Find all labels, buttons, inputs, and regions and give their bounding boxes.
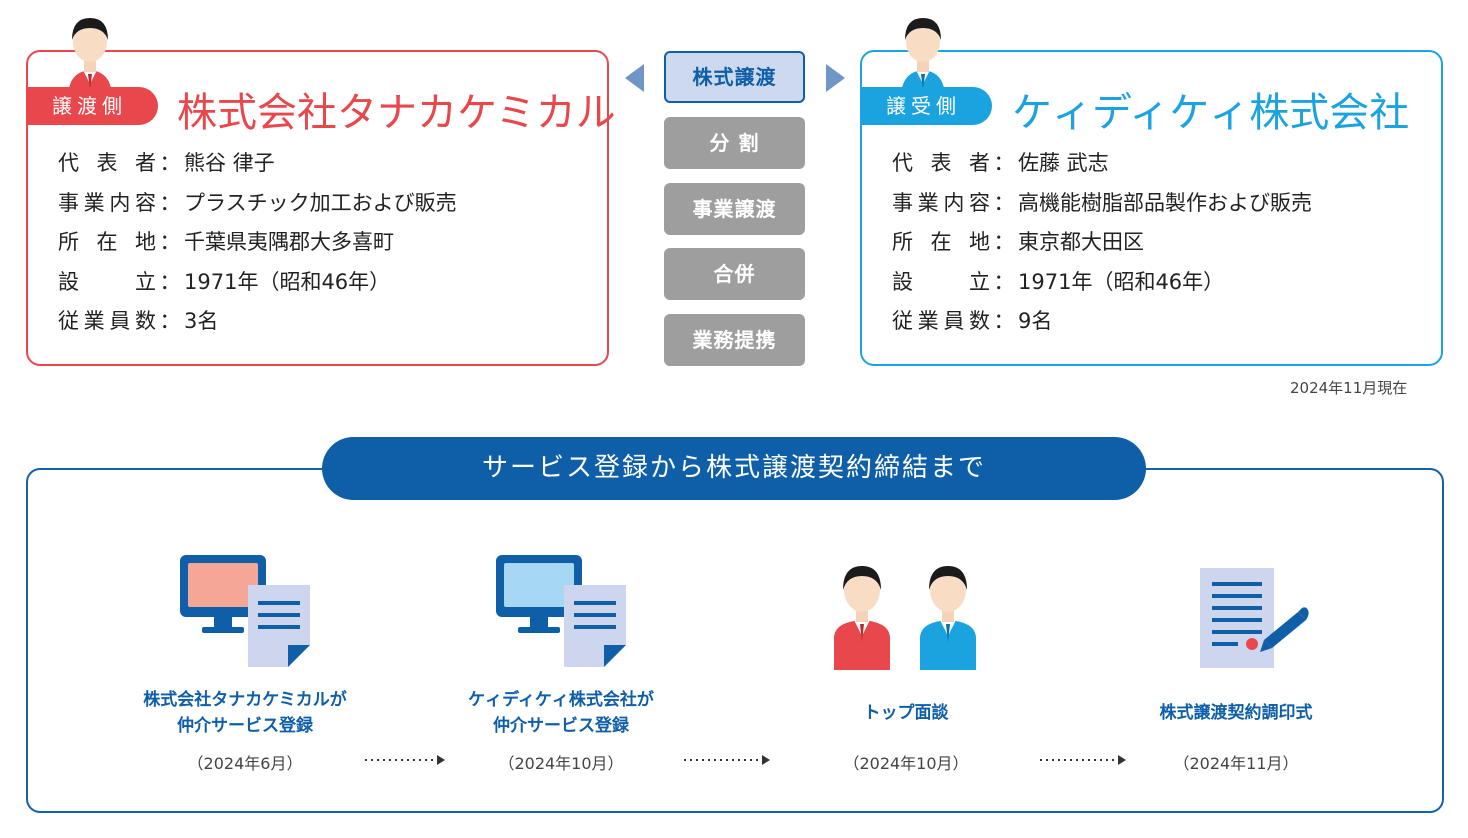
info-value: 熊谷 律子	[184, 151, 275, 175]
flow-title: サービス登録から株式譲渡契約締結まで	[322, 437, 1146, 500]
info-colon: ：	[159, 190, 181, 215]
buyer-info-row-representative: 代表者 ： 佐藤 武志	[892, 147, 1312, 187]
buyer-side-badge: 譲受側	[860, 87, 992, 125]
info-colon: ：	[993, 230, 1015, 254]
step-1-line2: 仲介サービス登録	[177, 716, 313, 736]
info-value: 千葉県夷隅郡大多喜町	[184, 230, 394, 254]
scheme-split: 分 割	[664, 117, 805, 169]
seller-info-table: 代表者 ： 熊谷 律子 事業内容 ： プラスチック加工および販売 所在地 ： 千…	[58, 147, 457, 345]
seller-info-row-founded: 設立 ： 1971年（昭和46年）	[58, 266, 457, 306]
info-label: 従業員数	[892, 309, 990, 333]
info-colon: ：	[993, 190, 1015, 215]
contract-pen-icon	[1200, 568, 1309, 668]
info-label: 設立	[892, 269, 990, 294]
step-2-date: （2024年10月）	[498, 754, 624, 773]
info-value: 佐藤 武志	[1018, 151, 1109, 175]
seller-info-row-employees: 従業員数 ： 3名	[58, 305, 457, 345]
info-colon: ：	[159, 230, 181, 254]
info-label: 所在地	[892, 230, 990, 254]
info-value: 1971年（昭和46年）	[1018, 269, 1225, 294]
seller-info-row-business: 事業内容 ： プラスチック加工および販売	[58, 187, 457, 227]
info-label: 代表者	[58, 151, 156, 175]
step-3-label: トップ面談	[756, 700, 1056, 726]
step-4-label: 株式譲渡契約調印式	[1086, 700, 1386, 726]
info-label: 設立	[58, 269, 156, 294]
as-of-date: 2024年11月現在	[1290, 379, 1408, 397]
buyer-company-name: ケィディケィ株式会社	[1012, 90, 1410, 136]
info-value: 東京都大田区	[1018, 230, 1144, 254]
info-value: 3名	[184, 309, 219, 333]
info-value: 9名	[1018, 309, 1053, 333]
info-value: プラスチック加工および販売	[184, 190, 457, 215]
info-label: 所在地	[58, 230, 156, 254]
info-label: 代表者	[892, 151, 990, 175]
buyer-info-row-employees: 従業員数 ： 9名	[892, 305, 1312, 345]
step-3-date: （2024年10月）	[843, 754, 969, 773]
step-2-line2: 仲介サービス登録	[493, 716, 629, 736]
info-colon: ：	[993, 151, 1015, 175]
info-label: 事業内容	[58, 190, 156, 215]
step-1-line1: 株式会社タナカケミカルが	[143, 690, 347, 710]
buyer-info-row-business: 事業内容 ： 高機能樹脂部品製作および販売	[892, 187, 1312, 227]
person-blue-suit-icon	[901, 18, 945, 98]
seller-side-badge: 譲渡側	[26, 87, 158, 125]
dotted-arrow-icon	[684, 755, 770, 765]
info-colon: ：	[159, 269, 181, 294]
seller-info-row-representative: 代表者 ： 熊谷 律子	[58, 147, 457, 187]
buyer-info-row-founded: 設立 ： 1971年（昭和46年）	[892, 266, 1312, 306]
computer-document-icon	[180, 555, 310, 667]
step-3-line1: トップ面談	[863, 703, 949, 723]
step-4-line1: 株式譲渡契約調印式	[1159, 703, 1313, 723]
step-4-date: （2024年11月）	[1173, 754, 1299, 773]
info-value: 1971年（昭和46年）	[184, 269, 391, 294]
step-1-label: 株式会社タナカケミカルが 仲介サービス登録	[95, 687, 395, 739]
step-2-line1: ケィディケィ株式会社が	[468, 690, 654, 710]
two-people-meeting-icon	[834, 566, 976, 670]
scheme-business-transfer: 事業譲渡	[664, 183, 805, 235]
person-red-suit-icon	[68, 18, 112, 98]
step-2-label: ケィディケィ株式会社が 仲介サービス登録	[411, 687, 711, 739]
scheme-alliance: 業務提携	[664, 314, 805, 366]
info-value: 高機能樹脂部品製作および販売	[1018, 190, 1312, 215]
dotted-arrow-icon	[1040, 755, 1126, 765]
dotted-arrow-icon	[365, 755, 445, 765]
info-colon: ：	[993, 309, 1015, 333]
buyer-info-table: 代表者 ： 佐藤 武志 事業内容 ： 高機能樹脂部品製作および販売 所在地 ： …	[892, 147, 1312, 345]
step-1-date: （2024年6月）	[187, 754, 303, 773]
info-label: 従業員数	[58, 309, 156, 333]
scheme-merger: 合併	[664, 248, 805, 300]
scheme-share-transfer: 株式譲渡	[664, 51, 805, 103]
arrow-left-icon	[625, 64, 644, 92]
info-label: 事業内容	[892, 190, 990, 215]
info-colon: ：	[159, 309, 181, 333]
info-colon: ：	[159, 151, 181, 175]
computer-document-icon	[496, 555, 626, 667]
info-colon: ：	[993, 269, 1015, 294]
seller-company-name: 株式会社タナカケミカル	[177, 90, 616, 136]
seller-info-row-location: 所在地 ： 千葉県夷隅郡大多喜町	[58, 226, 457, 266]
buyer-info-row-location: 所在地 ： 東京都大田区	[892, 226, 1312, 266]
arrow-right-icon	[826, 64, 845, 92]
